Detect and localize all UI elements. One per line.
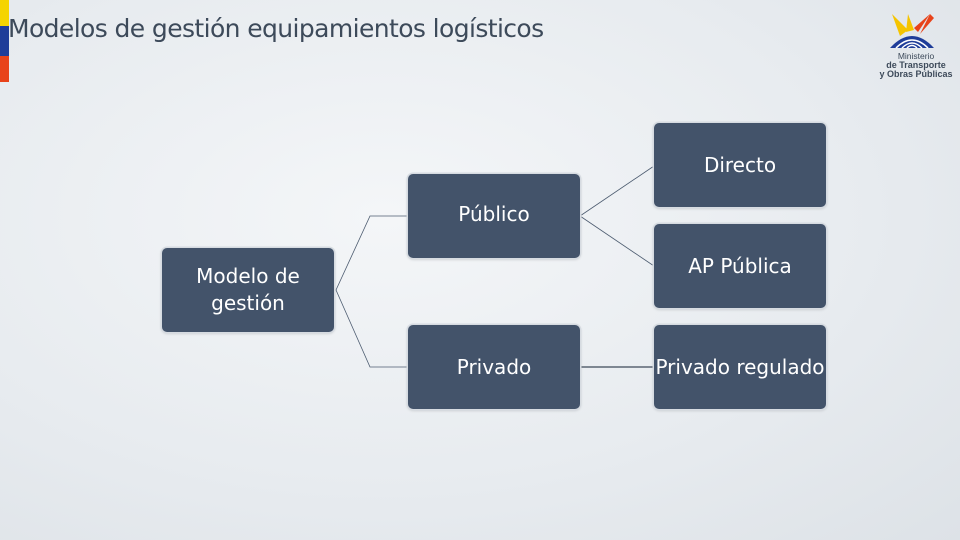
node-publico: Público [408,174,580,258]
flag-stripe-yellow [0,0,9,26]
flag-stripe-red [0,56,9,82]
node-directo-label: Directo [703,152,777,177]
page-title: Modelos de gestión equipamientos logísti… [8,14,544,43]
logo-wordmark: Ministerio de Transporte y Obras Pública… [872,52,960,79]
node-directo: Directo [654,123,826,207]
ministry-logo: Ministerio de Transporte y Obras Pública… [864,8,960,88]
node-ap-publica-label: AP Pública [688,253,792,278]
connector-publico-to-ap-publica [579,215,655,267]
node-privado: Privado [408,325,580,409]
node-modelo-de-gestion-label: Modelo de gestión [196,264,300,315]
connector-publico-to-directo [579,165,655,217]
flag-stripe-blue [0,26,9,56]
node-modelo-de-gestion: Modelo de gestión [162,248,334,332]
ministry-emblem-icon [890,14,934,49]
logo-line-3: y Obras Públicas [879,69,953,79]
logo-line-2: de Transporte [886,60,946,70]
connector-root-to-publico [335,215,408,291]
node-ap-publica: AP Pública [654,224,826,308]
connector-root-to-privado [335,289,408,368]
node-publico-label: Público [458,202,530,226]
node-privado-label: Privado [456,354,532,379]
logo-line-1: Ministerio [897,51,935,61]
node-privado-regulado-label: Privado regulado [655,354,825,379]
node-privado-regulado: Privado regulado [654,325,826,409]
